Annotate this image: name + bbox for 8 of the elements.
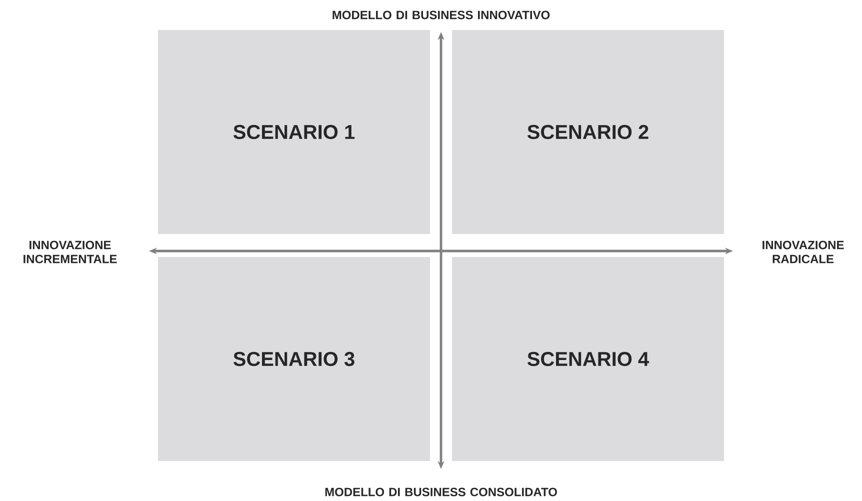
scenario-box: SCENARIO 4 xyxy=(452,257,724,461)
scenario-box: SCENARIO 2 xyxy=(452,30,724,234)
scenario-box: SCENARIO 1 xyxy=(158,30,430,234)
scenario-box: SCENARIO 3 xyxy=(158,257,430,461)
axis-label: MODELLO DI BUSINESS INNOVATIVO xyxy=(332,10,550,20)
axis-label: MODELLO DI BUSINESS CONSOLIDATO xyxy=(325,488,557,496)
axis-label: INNOVAZIONE INCREMENTALE xyxy=(24,240,117,264)
axis-label: INNOVAZIONE RADICALE xyxy=(762,240,844,264)
